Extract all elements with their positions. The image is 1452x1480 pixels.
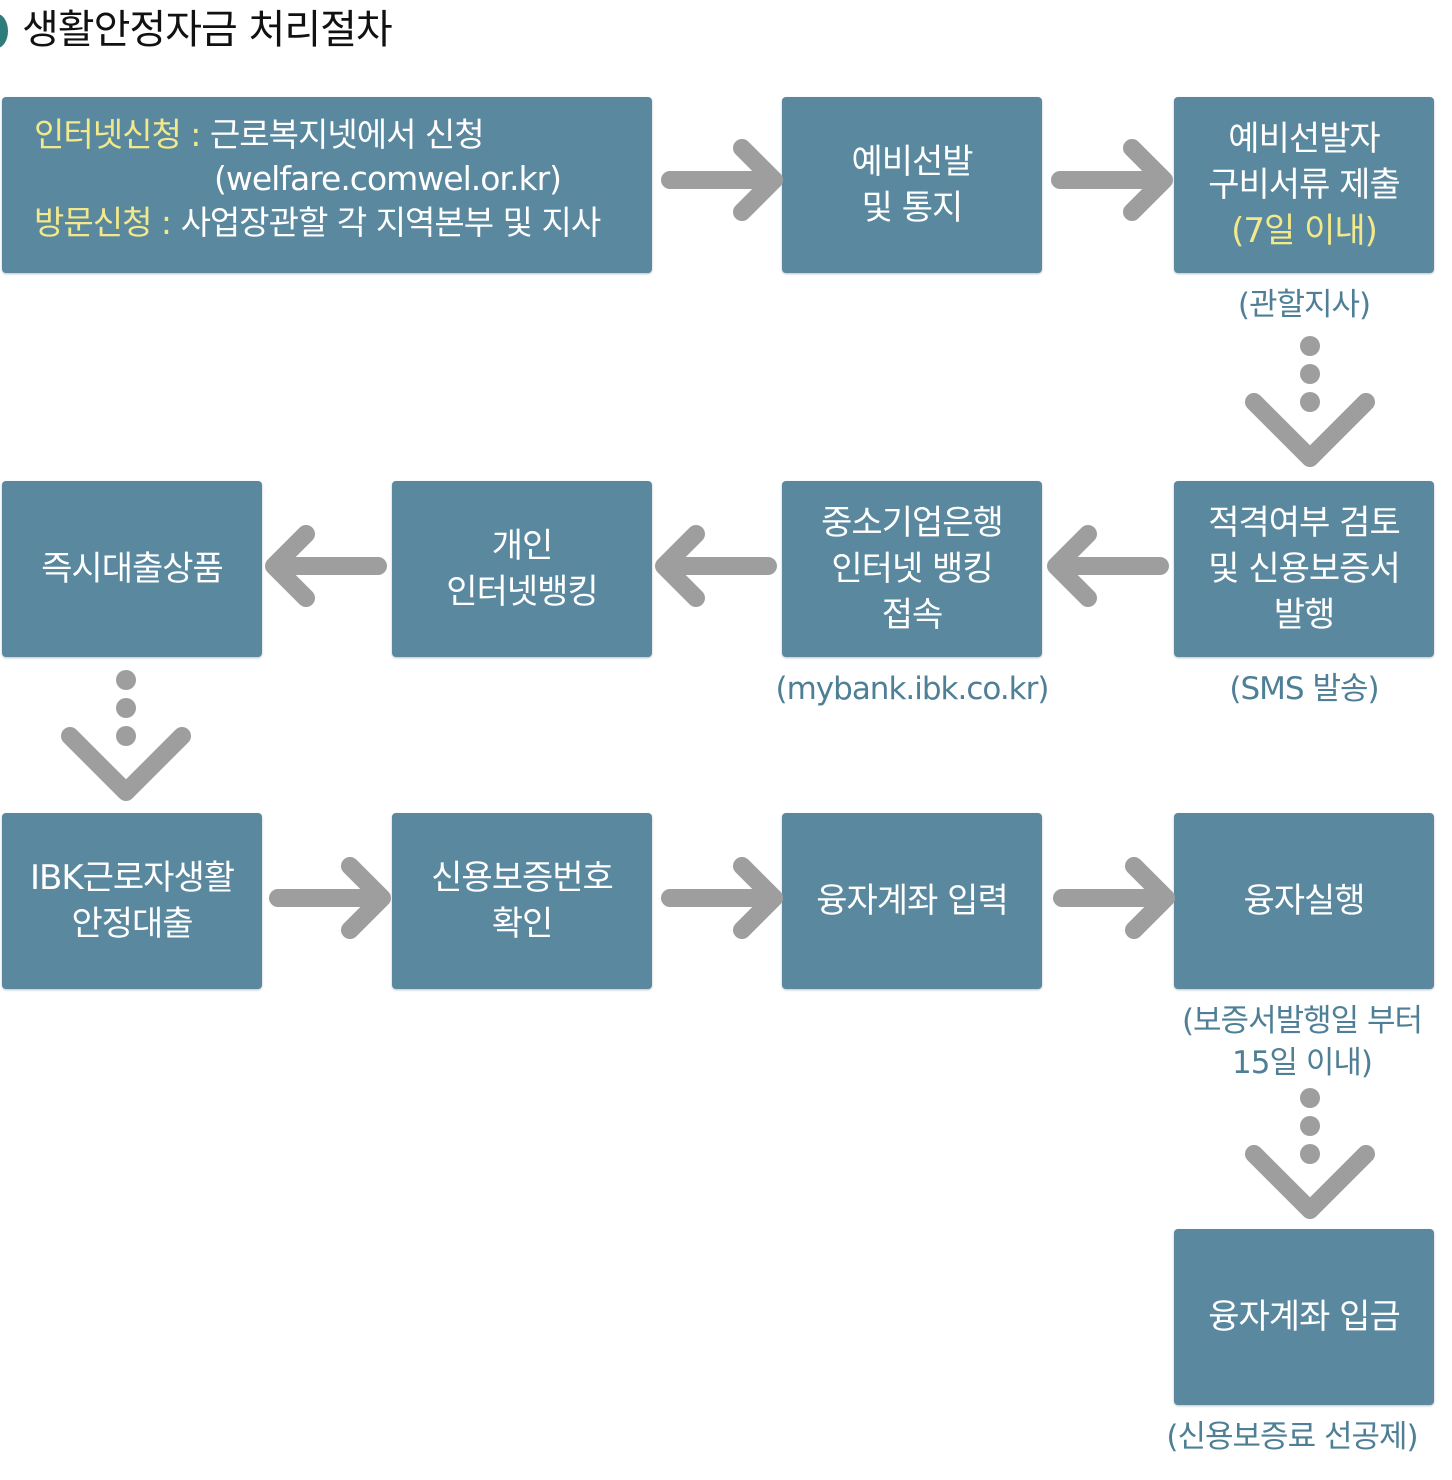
step-deposit: 융자계좌 입금: [1174, 1229, 1434, 1405]
chevron-right-arrow-icon: [670, 148, 774, 212]
step-account-input-line1: 융자계좌 입력: [816, 881, 1008, 921]
visit-apply-label: 방문신청 :: [34, 203, 172, 242]
chevron-right-arrow-icon: [278, 866, 382, 930]
step-review: 적격여부 검토 및 신용보증서 발행: [1174, 481, 1434, 657]
step-guarantee-check: 신용보증번호 확인: [392, 813, 652, 989]
step-submit-docs-line1: 예비선발자: [1228, 119, 1380, 159]
visit-apply-row: 방문신청 : 사업장관할 각 지역본부 및 지사: [34, 201, 652, 245]
dotted-chevron-down-arrow-icon: [1254, 1088, 1366, 1210]
internet-apply-text: 근로복지넷에서 신청: [209, 115, 485, 154]
step-ibk-access: 중소기업은행 인터넷 뱅킹 접속: [782, 481, 1042, 657]
step-personal-banking-line2: 인터넷뱅킹: [446, 572, 598, 612]
dotted-chevron-down-arrow-icon: [70, 670, 182, 792]
step-execute-loan-caption-line1: (보증서발행일 부터: [1181, 1003, 1423, 1039]
internet-apply-row: 인터넷신청 : 근로복지넷에서 신청: [34, 113, 652, 157]
visit-apply-text: 사업장관할 각 지역본부 및 지사: [180, 203, 602, 242]
step-preselect: 예비선발 및 통지: [782, 97, 1042, 273]
step-preselect-line2: 및 통지: [861, 188, 964, 228]
chevron-left-arrow-icon: [664, 534, 768, 598]
chevron-left-arrow-icon: [1056, 534, 1160, 598]
step-review-line3: 발행: [1273, 595, 1336, 635]
step-submit-docs-line2: 구비서류 제출: [1208, 165, 1400, 205]
chevron-right-arrow-icon: [670, 866, 774, 930]
step-guarantee-check-line2: 확인: [491, 904, 554, 944]
step-preselect-line1: 예비선발: [851, 142, 973, 182]
step-ibk-access-line3: 접속: [881, 595, 944, 635]
step-review-line1: 적격여부 검토: [1208, 503, 1400, 543]
step-review-caption: (SMS 발송): [1229, 671, 1379, 707]
dotted-chevron-down-arrow-icon: [1254, 336, 1366, 458]
step-ibk-loan: IBK근로자생활 안정대출: [2, 813, 262, 989]
chevron-left-arrow-icon: [274, 534, 378, 598]
step-execute-loan-caption-line2: 15일 이내): [1232, 1045, 1373, 1081]
step-execute-loan: 융자실행: [1174, 813, 1434, 989]
internet-apply-label: 인터넷신청 :: [34, 115, 201, 154]
page-title: 생활안정자금 처리절차: [22, 7, 393, 53]
step-ibk-access-line1: 중소기업은행: [821, 503, 1004, 543]
step-deposit-caption: (신용보증료 선공제): [1166, 1419, 1418, 1455]
step-instant-loan: 즉시대출상품: [2, 481, 262, 657]
step-execute-loan-caption: (보증서발행일 부터 15일 이내): [1152, 1000, 1452, 1084]
title-bullet-icon: [0, 14, 8, 48]
chevron-right-arrow-icon: [1060, 148, 1164, 212]
step-account-input: 융자계좌 입력: [782, 813, 1042, 989]
step-ibk-access-line2: 인터넷 뱅킹: [831, 549, 993, 589]
step-ibk-loan-line1: IBK근로자생활: [29, 858, 235, 898]
step-execute-loan-line1: 융자실행: [1243, 881, 1365, 921]
step-apply: 인터넷신청 : 근로복지넷에서 신청 (welfare.comwel.or.kr…: [2, 97, 652, 273]
step-review-line2: 및 신용보증서: [1208, 549, 1400, 589]
chevron-right-arrow-icon: [1062, 866, 1166, 930]
step-guarantee-check-line1: 신용보증번호: [431, 858, 614, 898]
internet-apply-url: (welfare.comwel.or.kr): [214, 159, 562, 198]
step-instant-loan-line1: 즉시대출상품: [41, 549, 224, 589]
step-submit-docs-caption: (관할지사): [1237, 287, 1371, 323]
step-submit-docs: 예비선발자 구비서류 제출 (7일 이내): [1174, 97, 1434, 273]
step-personal-banking-line1: 개인: [491, 526, 554, 566]
step-ibk-access-caption: (mybank.ibk.co.kr): [775, 671, 1050, 707]
step-personal-banking: 개인 인터넷뱅킹: [392, 481, 652, 657]
step-submit-docs-line3: (7일 이내): [1231, 211, 1378, 251]
step-ibk-loan-line2: 안정대출: [71, 904, 193, 944]
step-deposit-line1: 융자계좌 입금: [1208, 1297, 1400, 1337]
